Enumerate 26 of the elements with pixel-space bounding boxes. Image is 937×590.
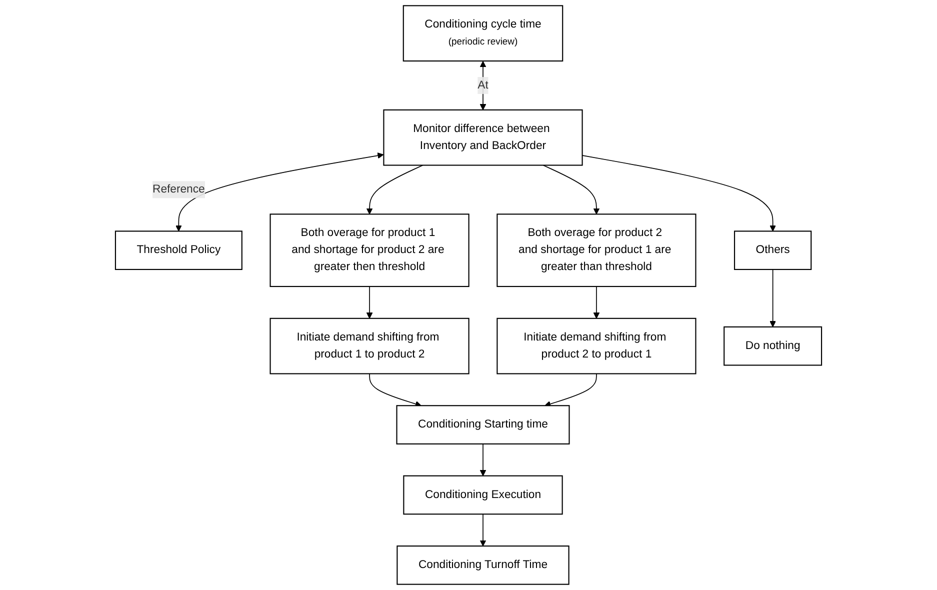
node-box: Both overage for product 1 and shortage for product 2 are greater then threshold (270, 214, 470, 288)
arrow (176, 152, 384, 232)
node-box: Initiate demand shifting from product 1 to product 2 (270, 318, 470, 374)
node-box: Conditioning Execution (403, 475, 563, 515)
arrow (593, 286, 600, 319)
arrow (369, 373, 422, 407)
arrow (542, 164, 600, 214)
arrow (480, 444, 486, 476)
node-box: Both overage for product 2 and shortage for product 1 are greater than threshold (496, 214, 696, 288)
arrow (480, 514, 486, 546)
node-box: Threshold Policy (114, 230, 242, 270)
edge-label: Reference (152, 183, 205, 196)
arrow (366, 164, 424, 214)
node-box: Initiate demand shifting from product 2 to product 1 (496, 318, 696, 374)
node-box: Monitor difference between Inventory and BackOrder (383, 109, 583, 166)
node-box: Conditioning Turnoff Time (396, 546, 570, 585)
arrow (582, 155, 776, 232)
node-box: Do nothing (724, 326, 822, 366)
arrow (366, 286, 373, 319)
arrow (544, 373, 597, 407)
arrow (480, 60, 486, 110)
node-box: Conditioning cycle time (periodic review) (402, 5, 564, 62)
node-box: Others (734, 230, 812, 270)
node-box: Conditioning Starting time (396, 405, 570, 444)
edge-label: At (478, 79, 488, 92)
arrow (770, 269, 776, 328)
